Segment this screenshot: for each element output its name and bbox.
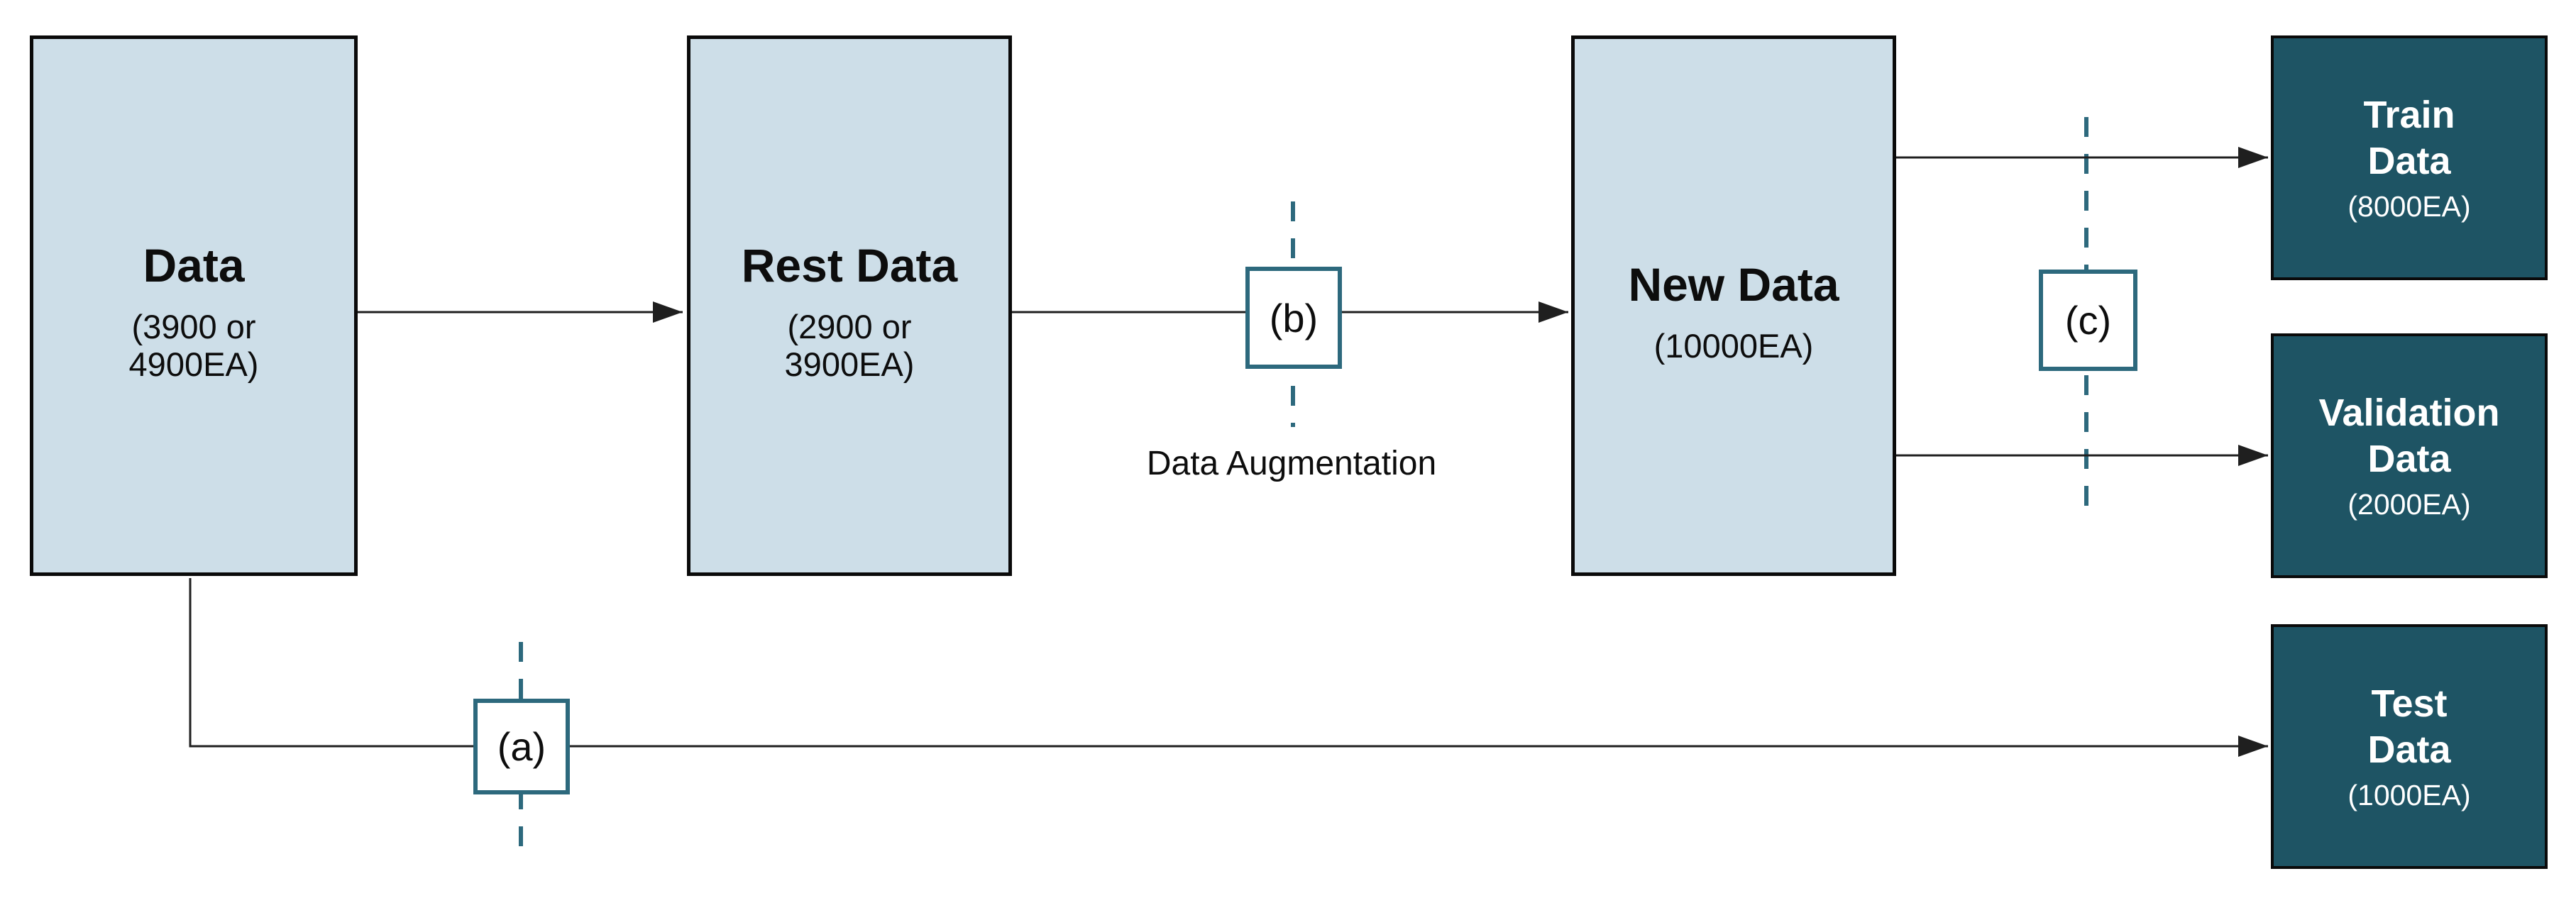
split-marker-a: (a) <box>473 699 570 794</box>
node-train-data-title: Train Data <box>2363 94 2455 182</box>
node-test-data-box: Test Data (1000EA) <box>2271 624 2548 869</box>
split-marker-b-label: (b) <box>1269 295 1319 340</box>
node-test-data-title: Test Data <box>2367 682 2451 771</box>
node-data-box: Data (3900 or 4900EA) <box>30 35 358 576</box>
node-new-data-title: New Data <box>1628 257 1839 311</box>
node-rest-data-box: Rest Data (2900 or 3900EA) <box>687 35 1012 576</box>
split-marker-b: (b) <box>1245 267 1342 369</box>
split-marker-c: (c) <box>2039 270 2137 371</box>
node-new-data-box: New Data (10000EA) <box>1571 35 1896 576</box>
split-marker-a-label: (a) <box>497 724 546 769</box>
node-new-data-subtitle: (10000EA) <box>1653 326 1814 365</box>
node-data-title: Data <box>143 239 245 292</box>
node-data-subtitle: (3900 or 4900EA) <box>128 308 259 383</box>
node-train-data-subtitle: (8000EA) <box>2347 189 2471 223</box>
node-validation-data-subtitle: (2000EA) <box>2347 487 2471 521</box>
node-rest-data-subtitle: (2900 or 3900EA) <box>784 308 915 383</box>
node-rest-data-title: Rest Data <box>741 239 958 292</box>
node-validation-data-title: Validation Data <box>2318 392 2500 480</box>
node-train-data-box: Train Data (8000EA) <box>2271 35 2548 280</box>
split-marker-c-label: (c) <box>2064 298 2112 343</box>
node-test-data-subtitle: (1000EA) <box>2347 778 2471 811</box>
node-validation-data-box: Validation Data (2000EA) <box>2271 333 2548 578</box>
data-augmentation-label: Data Augmentation <box>1146 445 1437 482</box>
